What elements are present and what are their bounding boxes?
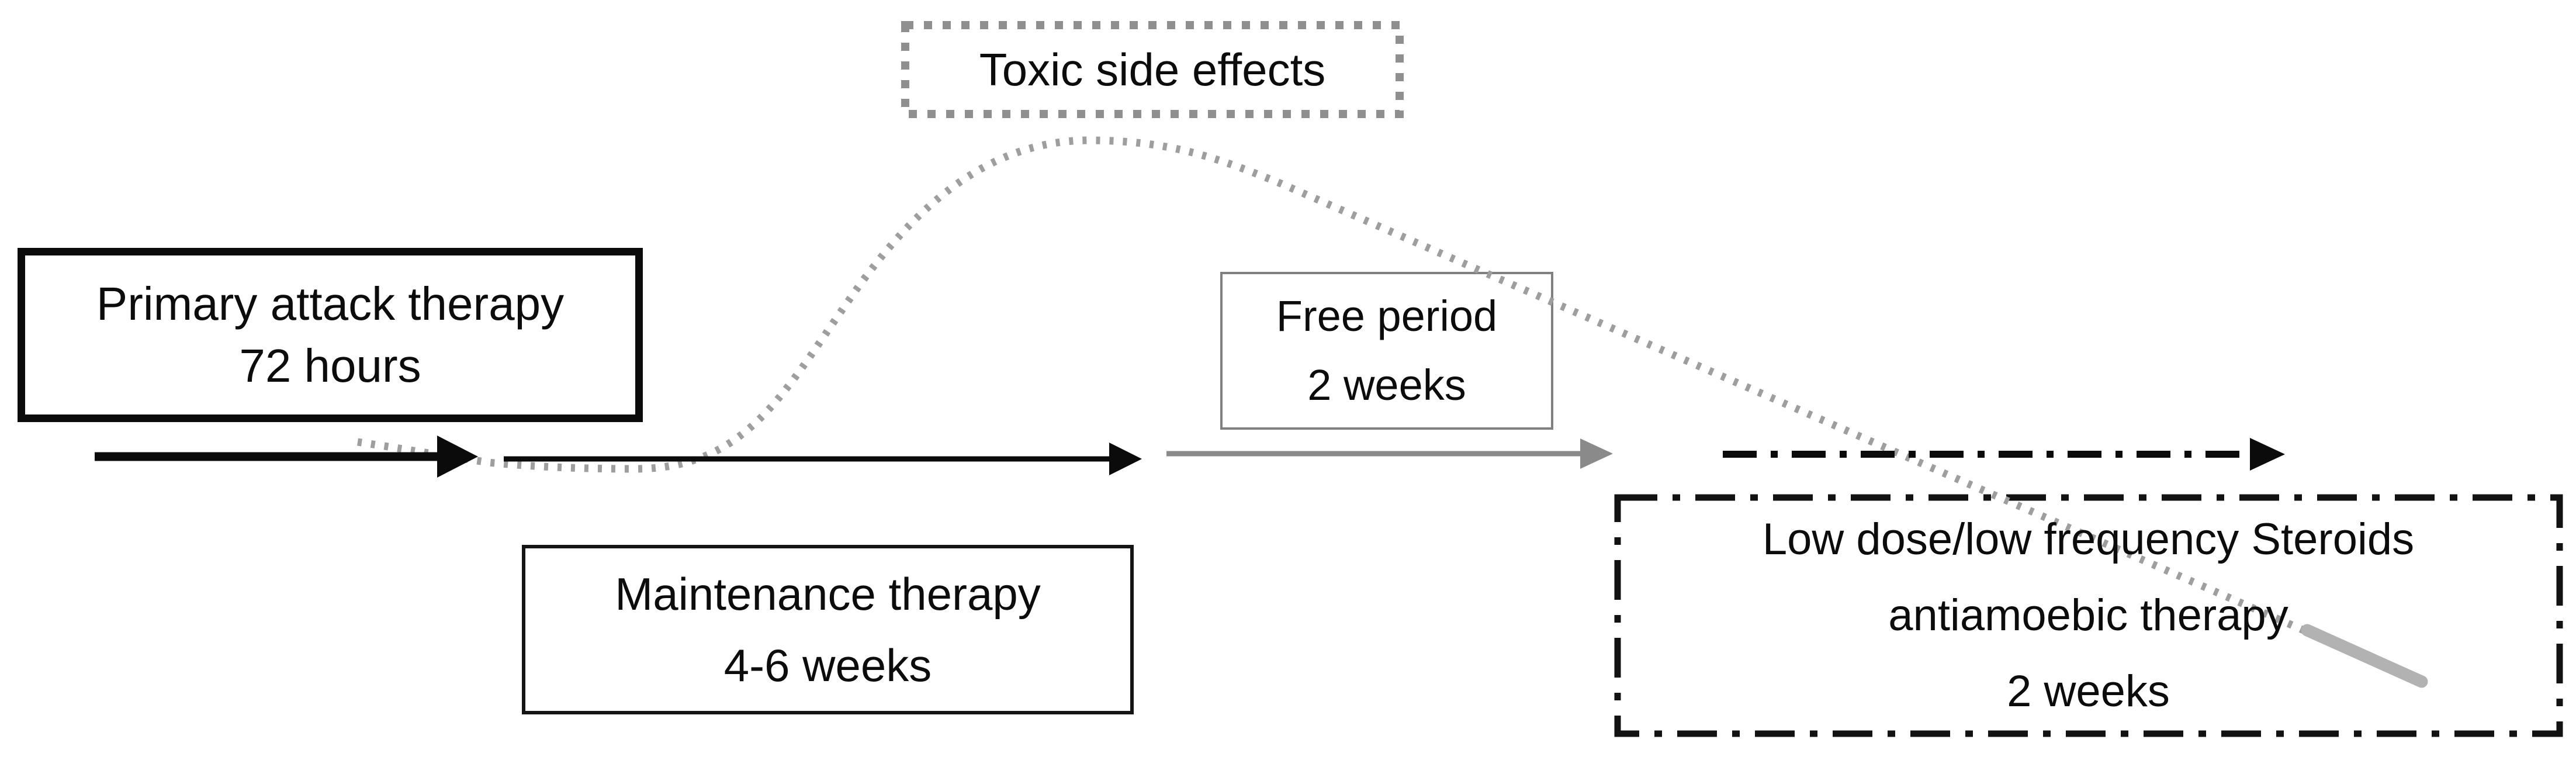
steroid-arrow-head bbox=[2250, 438, 2285, 471]
primary-arrow-head bbox=[437, 436, 478, 478]
steroid-therapy-box: Low dose/low frequency Steroids antiamoe… bbox=[1614, 494, 2563, 737]
primary-attack-duration-label: 72 hours bbox=[239, 340, 421, 392]
primary-attack-therapy-label: Primary attack therapy bbox=[96, 278, 565, 330]
steroid-therapy-label-line1: Low dose/low frequency Steroids bbox=[1762, 514, 2415, 564]
primary-attack-therapy-box: Primary attack therapy 72 hours bbox=[18, 248, 643, 422]
maintenance-therapy-label: Maintenance therapy bbox=[615, 568, 1041, 620]
toxic-side-effects-label: Toxic side effects bbox=[979, 43, 1326, 95]
maintenance-therapy-box: Maintenance therapy 4-6 weeks bbox=[522, 545, 1134, 714]
free-period-box: Free period 2 weeks bbox=[1220, 272, 1553, 430]
toxic-side-effects-box: Toxic side effects bbox=[901, 21, 1404, 118]
free-period-duration-label: 2 weeks bbox=[1307, 361, 1466, 409]
steroid-therapy-label-line2: antiamoebic therapy bbox=[1888, 590, 2288, 640]
free-period-label: Free period bbox=[1276, 292, 1498, 340]
free-period-arrow-head bbox=[1580, 438, 1613, 469]
steroid-therapy-label-line3: 2 weeks bbox=[2007, 666, 2170, 716]
maintenance-arrow-head bbox=[1109, 443, 1142, 475]
maintenance-duration-label: 4-6 weeks bbox=[723, 640, 932, 691]
